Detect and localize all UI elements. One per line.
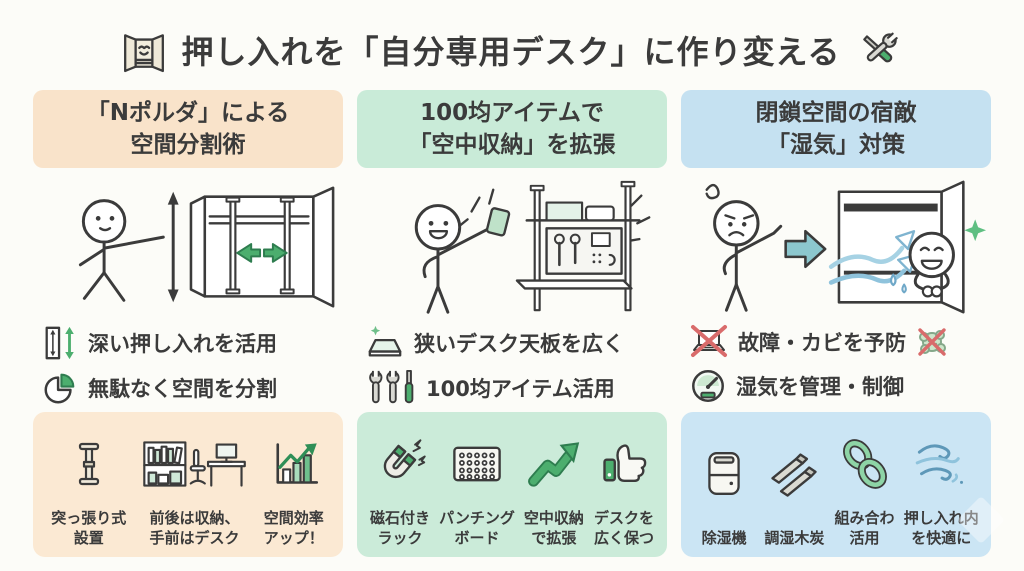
footer-caption: 空中収納 で拡張	[523, 509, 584, 547]
footer-caption: デスクを 広く保つ	[593, 509, 654, 547]
height-measure-icon	[41, 324, 79, 362]
column-npolda-header: 「Nポルダ」による 空間分割術	[33, 90, 343, 168]
bullet-deep-closet: 深い押し入れを活用	[41, 324, 343, 362]
pegboard-icon	[449, 422, 505, 506]
tension-pole-icon	[65, 422, 113, 506]
footer-item-magnet: 磁石付き ラック	[369, 422, 431, 548]
footer-item-storage-desk: 前後は収納、 手前はデスク	[140, 422, 248, 548]
footer-item-tension-pole: 突っ張り式 設置	[51, 422, 126, 548]
bullet-text: 狭いデスク天板を広く	[414, 332, 624, 356]
bullet-text: 故障・カビを予防	[738, 331, 906, 355]
bullet-wider-desktop: 狭いデスク天板を広く	[365, 324, 667, 362]
footer-caption: 押し入れ内 を快適に	[903, 509, 979, 547]
footer-caption: 前後は収納、 手前はデスク	[149, 509, 240, 547]
dehumidifier-icon	[699, 422, 749, 526]
column-npolda-bullets: 深い押し入れを活用 無駄なく空間を分割	[41, 324, 343, 407]
illustration-rack-organizing	[357, 174, 667, 322]
efficiency-chart-icon	[268, 422, 320, 506]
column-100yen: 100均アイテムで 「空中収納」を拡張	[357, 90, 667, 557]
footer-item-thumbs-up: デスクを 広く保つ	[593, 422, 655, 548]
illustration-humidity-airflow	[681, 174, 991, 322]
magnet-icon	[372, 422, 428, 506]
columns: 「Nポルダ」による 空間分割術	[0, 90, 1024, 557]
desk-panel-icon	[365, 324, 405, 362]
footer-caption: 組み合わ 活用	[834, 509, 895, 547]
column-humidity-bullets: 故障・カビを予防	[689, 324, 991, 405]
bullet-no-waste: 無駄なく空間を分割	[41, 369, 343, 407]
footer-caption: 調湿木炭	[764, 528, 825, 547]
humidity-gauge-icon	[689, 367, 727, 405]
column-100yen-header: 100均アイテムで 「空中収納」を拡張	[357, 90, 667, 168]
column-humidity: 閉鎖空間の宿敵 「湿気」対策	[681, 90, 991, 557]
footer-item-charcoal: 調湿木炭	[763, 422, 825, 548]
footer-caption: 空間効率 アップ！	[263, 509, 324, 547]
airflow-icon	[914, 422, 968, 506]
column-100yen-footer: 磁石付き ラック	[357, 412, 667, 557]
footer-item-comfort: 押し入れ内 を快適に	[904, 422, 979, 548]
bullet-manage-humidity: 湿気を管理・制御	[689, 367, 991, 405]
page-title: 押し入れを「自分専用デスク」に作り変える	[181, 33, 841, 71]
charcoal-icon	[766, 422, 822, 526]
bullet-text: 湿気を管理・制御	[736, 375, 904, 399]
storage-desk-icon	[140, 422, 248, 506]
column-humidity-header: 閉鎖空間の宿敵 「湿気」対策	[681, 90, 991, 168]
bullet-prevent-failure: 故障・カビを予防	[689, 324, 991, 360]
chain-icon	[839, 422, 891, 506]
column-100yen-bullets: 狭いデスク天板を広く	[365, 324, 667, 407]
closet-icon	[121, 27, 167, 73]
footer-caption: 除湿機	[701, 528, 747, 547]
expand-arrow-icon	[527, 422, 581, 506]
title-row: 押し入れを「自分専用デスク」に作り変える	[0, 0, 1024, 86]
footer-item-expand: 空中収納 で拡張	[523, 422, 585, 548]
footer-caption: パンチング ボード	[439, 509, 515, 547]
tools-trio-icon	[365, 369, 417, 407]
footer-item-pegboard: パンチング ボード	[439, 422, 515, 548]
no-mold-icon	[915, 325, 949, 359]
footer-caption: 突っ張り式 設置	[51, 509, 127, 547]
bullet-text: 深い押し入れを活用	[88, 332, 277, 356]
bullet-text: 100均アイテム活用	[426, 377, 615, 401]
column-humidity-footer: 除湿機 調湿木炭	[681, 412, 991, 557]
footer-item-dehumidifier: 除湿機	[693, 422, 755, 548]
footer-item-efficiency: 空間効率 アップ！	[263, 422, 325, 548]
no-laptop-icon	[689, 324, 729, 360]
pie-chart-icon	[41, 369, 79, 407]
footer-item-combine: 組み合わ 活用	[834, 422, 896, 548]
thumbs-up-icon	[598, 422, 650, 506]
bullet-text: 無駄なく空間を分割	[88, 377, 277, 401]
column-npolda-footer: 突っ張り式 設置	[33, 412, 343, 557]
crossed-tools-icon	[855, 26, 903, 74]
illustration-measuring-closet	[33, 174, 343, 322]
footer-caption: 磁石付き ラック	[370, 509, 431, 547]
bullet-100yen-items: 100均アイテム活用	[365, 369, 667, 407]
column-npolda: 「Nポルダ」による 空間分割術	[33, 90, 343, 557]
